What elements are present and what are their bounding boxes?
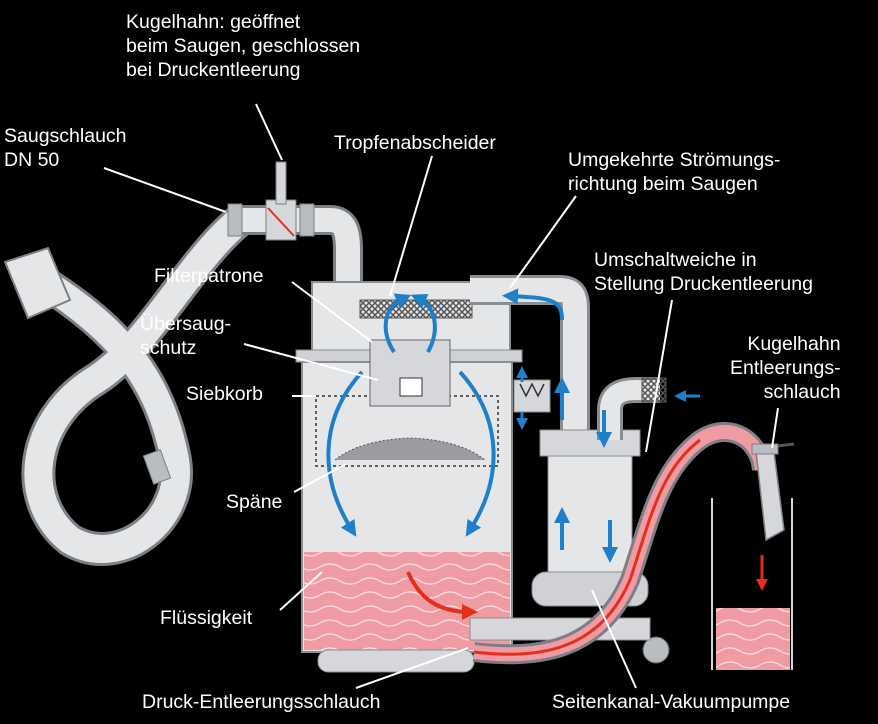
label-umgekehrte-stroemungsrichtung: Umgekehrte Strömungs- richtung beim Saug… [568, 148, 780, 196]
label-line: Saugschlauch [4, 124, 127, 148]
label-line: Stellung Druckentleerung [594, 272, 813, 296]
label-tropfenabscheider: Tropfenabscheider [334, 131, 496, 155]
label-line: beim Saugen, geschlossen [126, 34, 360, 58]
label-line: bei Druckentleerung [126, 58, 360, 82]
label-seitenkanal-vakuumpumpe: Seitenkanal-Vakuumpumpe [552, 690, 790, 714]
label-saugschlauch: Saugschlauch DN 50 [4, 124, 127, 172]
label-line: Umschaltweiche in [594, 248, 813, 272]
label-line: Kugelhahn [730, 332, 841, 356]
label-line: Kugelhahn: geöffnet [126, 10, 360, 34]
label-line: schutz [140, 336, 231, 360]
label-line: schlauch [730, 380, 841, 404]
label-line: Tropfenabscheider [334, 131, 496, 155]
label-line: Seitenkanal-Vakuumpumpe [552, 690, 790, 714]
label-line: Entleerungs- [730, 356, 841, 380]
label-siebkorb: Siebkorb [186, 382, 263, 406]
label-line: Druck-Entleerungsschlauch [142, 690, 380, 714]
label-line: Übersaug- [140, 312, 231, 336]
label-line: Siebkorb [186, 382, 263, 406]
label-spaene: Späne [226, 490, 282, 514]
label-line: richtung beim Saugen [568, 172, 780, 196]
label-filterpatrone: Filterpatrone [154, 264, 263, 288]
label-umschaltweiche: Umschaltweiche in Stellung Druckentleeru… [594, 248, 813, 296]
label-line: Späne [226, 490, 282, 514]
label-line: Filterpatrone [154, 264, 263, 288]
label-line: DN 50 [4, 148, 127, 172]
label-druck-entleerungsschlauch: Druck-Entleerungsschlauch [142, 690, 380, 714]
label-line: Umgekehrte Strömungs- [568, 148, 780, 172]
label-kugelhahn-top: Kugelhahn: geöffnet beim Saugen, geschlo… [126, 10, 360, 82]
label-kugelhahn-entleerungsschlauch: Kugelhahn Entleerungs- schlauch [730, 332, 841, 404]
label-fluessigkeit: Flüssigkeit [160, 606, 252, 630]
label-line: Flüssigkeit [160, 606, 252, 630]
label-uebersaugschutz: Übersaug- schutz [140, 312, 231, 360]
